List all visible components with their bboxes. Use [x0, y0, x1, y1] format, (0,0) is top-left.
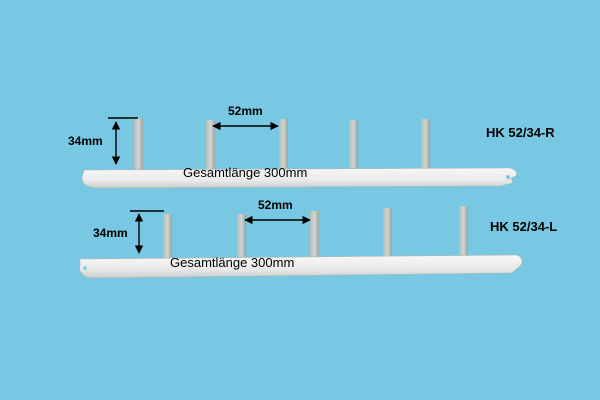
strip-l-height-dimension — [130, 210, 164, 254]
strip-l-pins — [163, 206, 468, 259]
strip-r-pins — [134, 118, 430, 170]
strip-r-rail — [81, 167, 517, 189]
strip-r-height-dimension — [108, 117, 138, 165]
strip-r-code: HK 52/34-R — [486, 125, 555, 140]
strip-l-height-label: 34mm — [93, 226, 128, 240]
strip-l-spacing-label: 52mm — [258, 198, 293, 212]
strip-l-length-label: Gesamtlänge 300mm — [170, 255, 295, 270]
strip-r-spacing-label: 52mm — [228, 104, 263, 118]
strip-r-height-label: 34mm — [68, 134, 103, 148]
strip-l-rail — [79, 254, 523, 279]
strip-r — [81, 118, 517, 189]
strip-l — [79, 206, 523, 279]
strip-l-code: HK 52/34-L — [490, 219, 558, 234]
strip-r-length-label: Gesamtlänge 300mm — [183, 165, 308, 180]
